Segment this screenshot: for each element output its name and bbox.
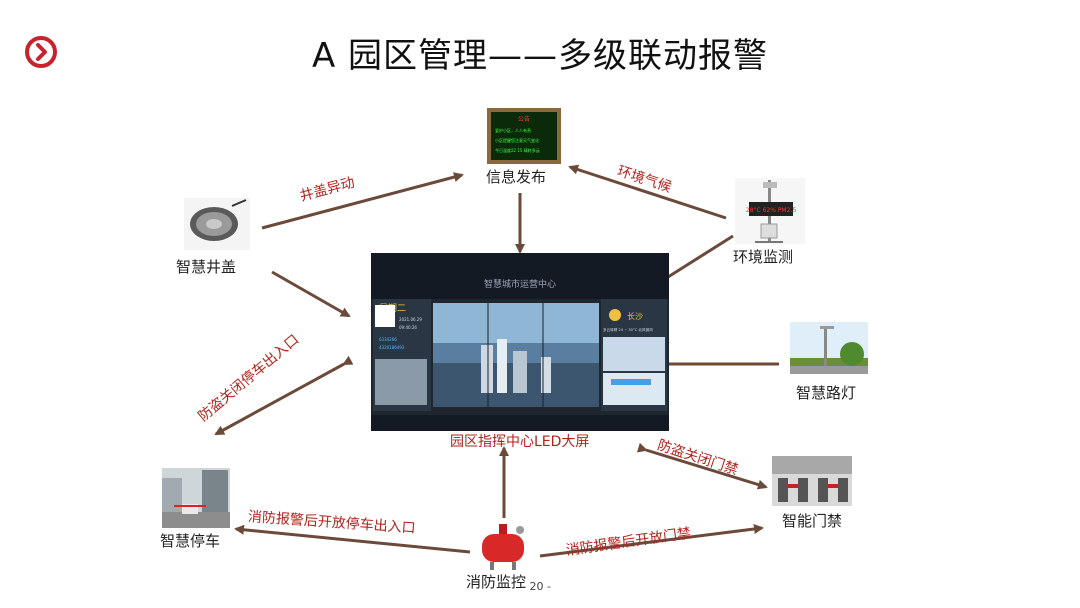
arrow-manhole-to-info (261, 172, 464, 230)
arrow-env-to-info (568, 164, 727, 220)
svg-text:28°C 62% PM2.5: 28°C 62% PM2.5 (746, 207, 796, 214)
svg-text:4320186493: 4320186493 (379, 345, 405, 350)
gate-image (772, 456, 852, 506)
node-label-fire-monitor: 消防监控 (466, 573, 527, 591)
env-monitor-image: 28°C 62% PM2.5 (735, 178, 805, 244)
svg-text:小区提醒您注意天气变化: 小区提醒您注意天气变化 (495, 137, 539, 143)
node-label-info-publish: 信息发布 (486, 168, 547, 186)
svg-text:长沙: 长沙 (627, 311, 643, 321)
center-screen-label: 园区指挥中心LED大屏 (450, 434, 590, 450)
fire-equipment-image (472, 520, 534, 572)
arrow-fire-to-gate (539, 524, 764, 558)
arrow-manhole-to-center (271, 270, 351, 318)
svg-text:6334266: 6334266 (379, 337, 397, 342)
page-number: - 20 - (522, 580, 551, 593)
arrow-center-parking (214, 355, 354, 436)
svg-text:2021.06.29: 2021.06.29 (399, 317, 422, 322)
svg-text:公告: 公告 (518, 115, 530, 123)
arrow-center-gate (636, 442, 768, 490)
parking-image (162, 468, 230, 528)
line-env-to-center (667, 234, 734, 279)
node-label-env-monitor: 环境监测 (733, 248, 794, 266)
node-label-smart-manhole: 智慧井盖 (176, 258, 237, 276)
manhole-image (184, 198, 250, 250)
svg-text:多云转晴 24 ~ 30°C 北风微风: 多云转晴 24 ~ 30°C 北风微风 (603, 327, 653, 332)
arrow-fire-to-parking (234, 524, 471, 554)
streetlight-image (790, 322, 868, 374)
svg-text:今日温度22 15 晴转多云: 今日温度22 15 晴转多云 (495, 147, 540, 153)
chevron-right-circle-icon[interactable] (24, 35, 58, 69)
svg-text:09:40:26: 09:40:26 (399, 325, 417, 330)
info-board-image: 公告 爱护小区，人人有责 小区提醒您注意天气变化 今日温度22 15 晴转多云 (487, 108, 561, 164)
node-label-smart-parking: 智慧停车 (160, 532, 221, 550)
svg-text:爱护小区，人人有责: 爱护小区，人人有责 (495, 127, 531, 133)
node-label-smart-streetlight: 智慧路灯 (796, 384, 857, 402)
svg-text:智慧城市运营中心: 智慧城市运营中心 (484, 278, 556, 290)
page-title: A 园区管理——多级联动报警 (311, 36, 769, 76)
command-center-screen: 智慧城市运营中心 星期二 2021.06.29 09:40:26 6334266… (371, 253, 669, 431)
node-label-smart-gate: 智能门禁 (782, 512, 843, 530)
